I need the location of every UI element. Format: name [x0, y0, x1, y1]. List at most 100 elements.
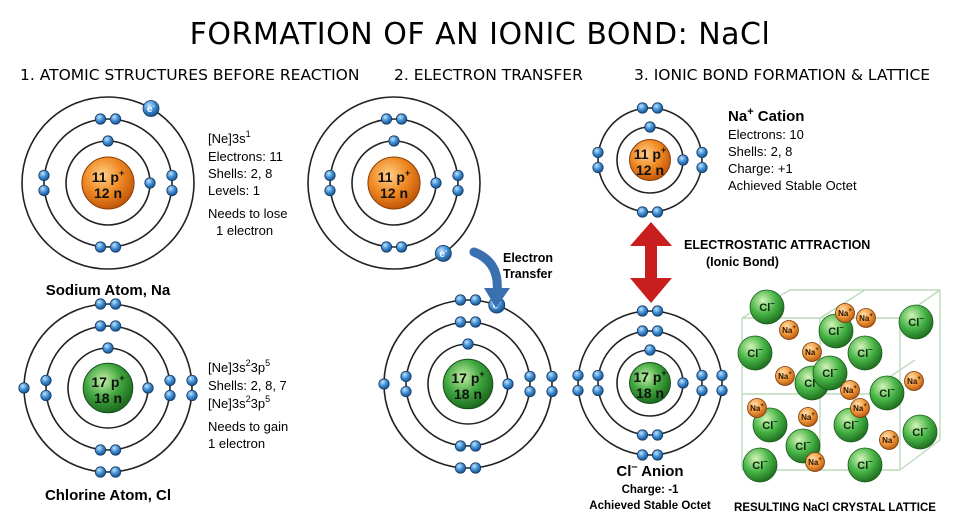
electron	[651, 325, 664, 337]
electron	[324, 184, 336, 197]
electron	[502, 378, 514, 390]
sodium-ion-label: Na+	[778, 371, 792, 381]
chloride-ion	[749, 289, 785, 325]
sodium-ion-label: Na+	[843, 385, 857, 395]
electron	[40, 374, 52, 387]
nucleus	[442, 358, 494, 410]
sodium-need-line1: Needs to lose	[208, 206, 288, 221]
sodium-ion	[840, 380, 860, 400]
electron	[636, 429, 649, 441]
sodium-shells: Shells: 2, 8	[208, 166, 272, 181]
electron	[395, 113, 408, 125]
electron	[144, 177, 156, 189]
electron	[452, 169, 464, 182]
electron	[716, 384, 728, 397]
electron	[716, 369, 728, 382]
sodium-ion-label: Na+	[805, 347, 819, 357]
nucleus	[629, 362, 671, 404]
chloride-ion-label: Cl–	[795, 438, 811, 453]
chlorine-shells: Shells: 2, 8, 7	[208, 378, 287, 393]
electron	[651, 102, 664, 114]
electron-shell	[307, 96, 481, 270]
chloride-ion-label: Cl–	[857, 457, 873, 472]
electron-shell	[329, 118, 459, 248]
electron	[400, 385, 412, 398]
electron	[636, 102, 649, 114]
sodium-ion-label: Na+	[853, 403, 867, 413]
chloride-ion-label: Cl–	[912, 424, 928, 439]
electron	[644, 121, 656, 133]
nucleus	[367, 156, 421, 210]
electron	[102, 135, 114, 147]
electron	[524, 385, 536, 398]
electron	[395, 241, 408, 253]
nacl-crystal-lattice: Cl–Cl–Cl–Cl–Cl–Cl–Cl–Cl–Cl–Cl–Cl–Cl–Cl–C…	[737, 289, 941, 483]
electron	[378, 378, 390, 390]
sodium-ion	[775, 366, 795, 386]
ionic-bond-label: (Ionic Bond)	[706, 255, 779, 269]
electron	[636, 305, 649, 317]
electron	[186, 389, 198, 402]
chlorine-atom-name: Chlorine Atom, Cl	[45, 487, 171, 504]
electron-shell	[577, 310, 723, 456]
chloride-anion-diagram: 17 p+18 n	[572, 305, 728, 461]
sodium-ion	[805, 452, 825, 472]
chloride-ion-label: Cl–	[759, 299, 775, 314]
electron	[142, 382, 154, 394]
electron	[454, 316, 467, 328]
sodium-atom-name: Sodium Atom, Na	[46, 282, 171, 299]
transfer-label-line2: Transfer	[503, 267, 552, 281]
lattice-caption: RESULTING NaCl CRYSTAL LATTICE	[734, 502, 936, 514]
sodium-levels: Levels: 1	[208, 183, 260, 198]
chloride-ion-label: Cl–	[843, 417, 859, 432]
nucleus-neutrons: 12 n	[636, 162, 664, 178]
electron	[324, 169, 336, 182]
anion-stable: Achieved Stable Octet	[589, 500, 711, 512]
electron	[166, 169, 178, 182]
chloride-ion	[869, 375, 905, 411]
electron	[109, 298, 122, 310]
section-heading-electron-transfer: 2. ELECTRON TRANSFER	[394, 66, 583, 84]
electron	[651, 206, 664, 218]
electron	[109, 113, 122, 125]
chloride-ion	[742, 447, 778, 483]
electron	[524, 370, 536, 383]
section-heading-atomic-structures: 1. ATOMIC STRUCTURES BEFORE REACTION	[20, 66, 359, 84]
nucleus-protons: 17 p+	[633, 368, 666, 385]
sodium-ion	[835, 303, 855, 323]
cation-stable: Achieved Stable Octet	[728, 178, 857, 193]
nucleus	[629, 139, 671, 181]
electron	[186, 374, 198, 387]
nucleus	[81, 156, 135, 210]
sodium-config: [Ne]3s1	[208, 129, 251, 146]
valence-electron	[142, 100, 160, 117]
sodium-ion	[802, 342, 822, 362]
electron	[462, 338, 474, 350]
cation-shells: Shells: 2, 8	[728, 144, 792, 159]
electron	[636, 206, 649, 218]
electron	[546, 370, 558, 383]
electron	[18, 382, 30, 394]
nucleus	[82, 362, 134, 414]
section-heading-ionic-bond: 3. IONIC BOND FORMATION & LATTICE	[634, 66, 930, 84]
cation-electrons: Electrons: 10	[728, 127, 804, 142]
sodium-ion-label: Na+	[782, 325, 796, 335]
electron	[94, 298, 107, 310]
page-title: FORMATION OF AN IONIC BOND: NaCl	[190, 17, 771, 52]
anion-charge: Charge: -1	[622, 484, 679, 496]
chloride-ion-label: Cl–	[857, 345, 873, 360]
electron-shell	[597, 107, 703, 213]
sodium-ion	[879, 430, 899, 450]
sodium-info: [Ne]3s1 Electrons: 11 Shells: 2, 8 Level…	[208, 129, 288, 238]
electron	[677, 154, 689, 166]
electron	[644, 344, 656, 356]
sodium-ion	[779, 320, 799, 340]
electron	[380, 113, 393, 125]
electron	[109, 320, 122, 332]
electron	[109, 241, 122, 253]
electron	[454, 440, 467, 452]
electron	[651, 305, 664, 317]
sodium-need-line2: 1 electron	[216, 223, 273, 238]
chlorine-config: [Ne]3s23p5	[208, 358, 270, 375]
